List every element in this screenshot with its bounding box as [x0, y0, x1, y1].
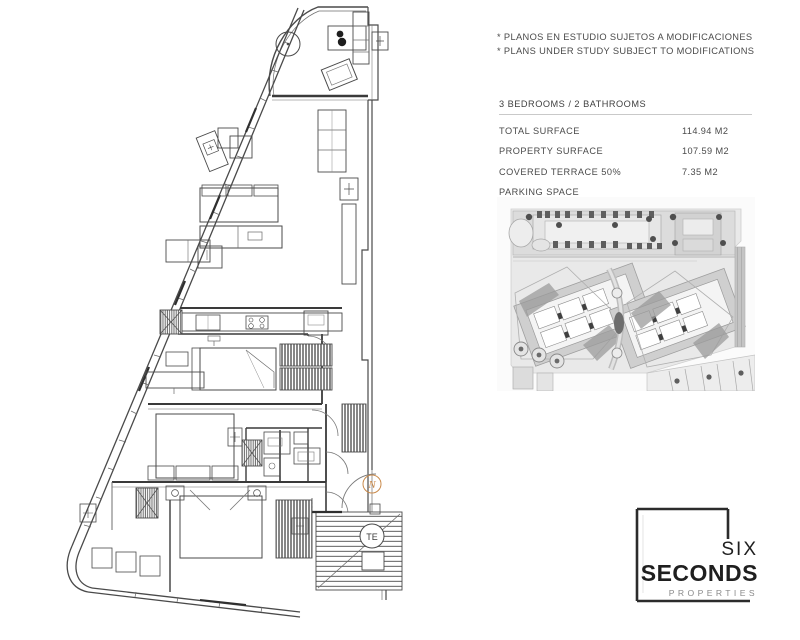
company-logo: SIX SECONDS PROPERTIES [632, 505, 764, 607]
spec-label: COVERED TERRACE 50% [499, 166, 622, 177]
disclaimer-line-spanish: * PLANOS EN ESTUDIO SUJETOS A MODIFICACI… [497, 32, 753, 42]
spec-title: 3 BEDROOMS / 2 BATHROOMS [499, 99, 752, 115]
logo-line-properties: PROPERTIES [669, 588, 758, 598]
specification-table: 3 BEDROOMS / 2 BATHROOMS TOTAL SURFACE 1… [499, 99, 752, 197]
info-column: * PLANOS EN ESTUDIO SUJETOS A MODIFICACI… [492, 0, 792, 640]
logo-line-seconds: SECONDS [641, 560, 758, 586]
floor-plan-drawing: TE N [50, 0, 480, 640]
spec-value: 7.35 M2 [682, 166, 718, 177]
logo-line-six: SIX [721, 539, 758, 560]
spec-row-parking-space: PARKING SPACE [499, 187, 752, 197]
disclaimer-line-english: * PLANS UNDER STUDY SUBJECT TO MODIFICAT… [497, 46, 755, 56]
spec-value: 114.94 M2 [682, 125, 729, 136]
spec-label: PROPERTY SURFACE [499, 146, 604, 156]
floor-plan-svg: TE N [64, 6, 403, 618]
spec-row-covered-terrace: COVERED TERRACE 50% 7.35 M2 [499, 167, 752, 177]
site-plan-thumbnail [497, 197, 755, 391]
logo-svg: SIX SECONDS PROPERTIES [635, 507, 758, 603]
spec-row-total-surface: TOTAL SURFACE 114.94 M2 [499, 126, 752, 136]
terrace-marker-label: TE [366, 532, 378, 542]
disclaimer-block: * PLANOS EN ESTUDIO SUJETOS A MODIFICACI… [497, 30, 787, 58]
spec-row-property-surface: PROPERTY SURFACE 107.59 M2 [499, 146, 752, 156]
spec-label: TOTAL SURFACE [499, 125, 580, 136]
site-plan-svg [497, 197, 755, 391]
north-marker-label: N [367, 479, 376, 491]
spec-value: 107.59 M2 [682, 146, 730, 156]
spec-label: PARKING SPACE [499, 187, 580, 197]
